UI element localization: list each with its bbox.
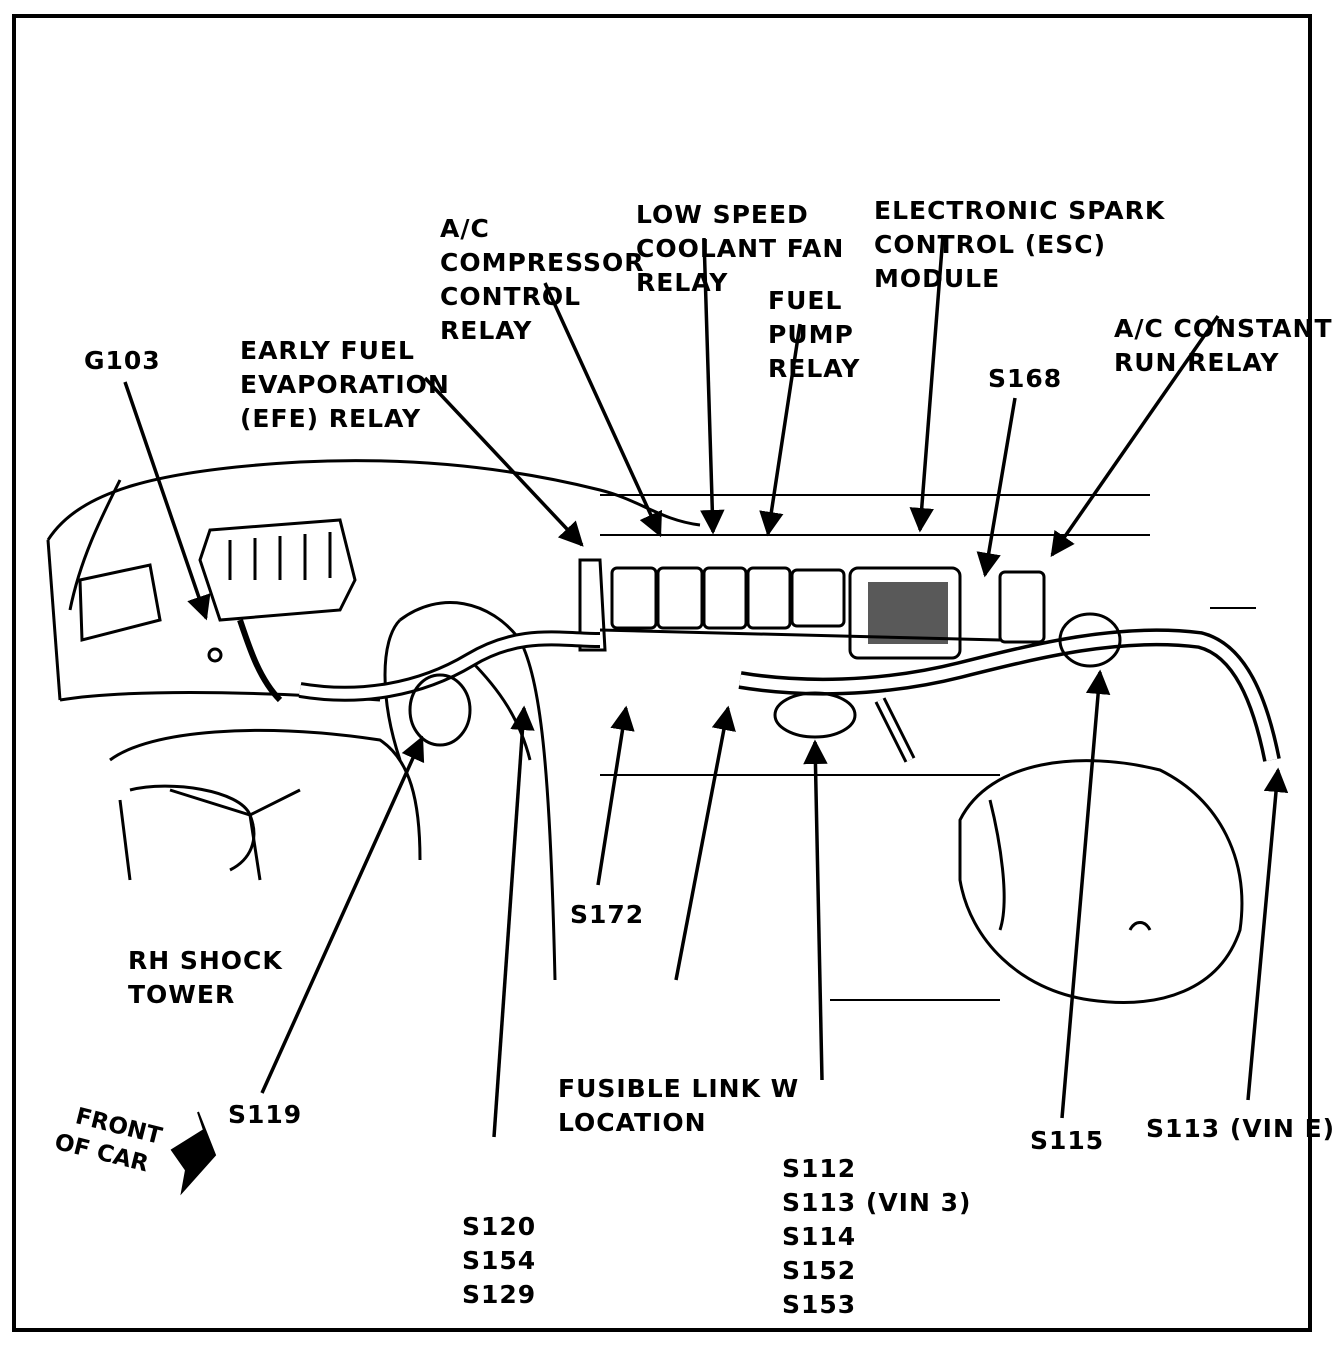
leader-esc [909, 234, 945, 533]
leader-s120 [492, 705, 535, 1138]
leader-efe [423, 376, 584, 547]
air-cleaner-drawing [408, 612, 1244, 1004]
connector-block-drawing [198, 518, 357, 703]
wiring-harness-drawing [298, 628, 1281, 763]
label-s113-vin-e: S113 (VIN E) [1146, 1114, 1335, 1143]
label-g103: G103 [84, 346, 161, 375]
leader-ac-compressor [543, 282, 662, 538]
relay-bank-drawing [578, 558, 1046, 660]
leader-s113-vine [1246, 767, 1289, 1101]
leader-low-speed-fan [700, 237, 725, 535]
leader-s172 [596, 705, 635, 886]
leader-s168 [976, 397, 1017, 578]
label-s115: S115 [1030, 1126, 1105, 1155]
leader-s119 [260, 735, 425, 1094]
leader-fusible-link [674, 705, 736, 981]
leader-fuel-pump [759, 323, 802, 537]
label-s168: S168 [988, 364, 1063, 393]
label-s172: S172 [570, 900, 645, 929]
leader-s115 [1060, 669, 1111, 1119]
diagram-frame [12, 14, 1312, 1332]
rh-shock-tower-drawing [109, 601, 557, 981]
leader-lines [123, 234, 1289, 1138]
leader-g103 [123, 381, 211, 621]
front-arrow-icon [170, 1111, 217, 1196]
leader-s112 [803, 739, 828, 1081]
label-s119: S119 [228, 1100, 303, 1129]
leader-ac-constant [1050, 315, 1220, 558]
